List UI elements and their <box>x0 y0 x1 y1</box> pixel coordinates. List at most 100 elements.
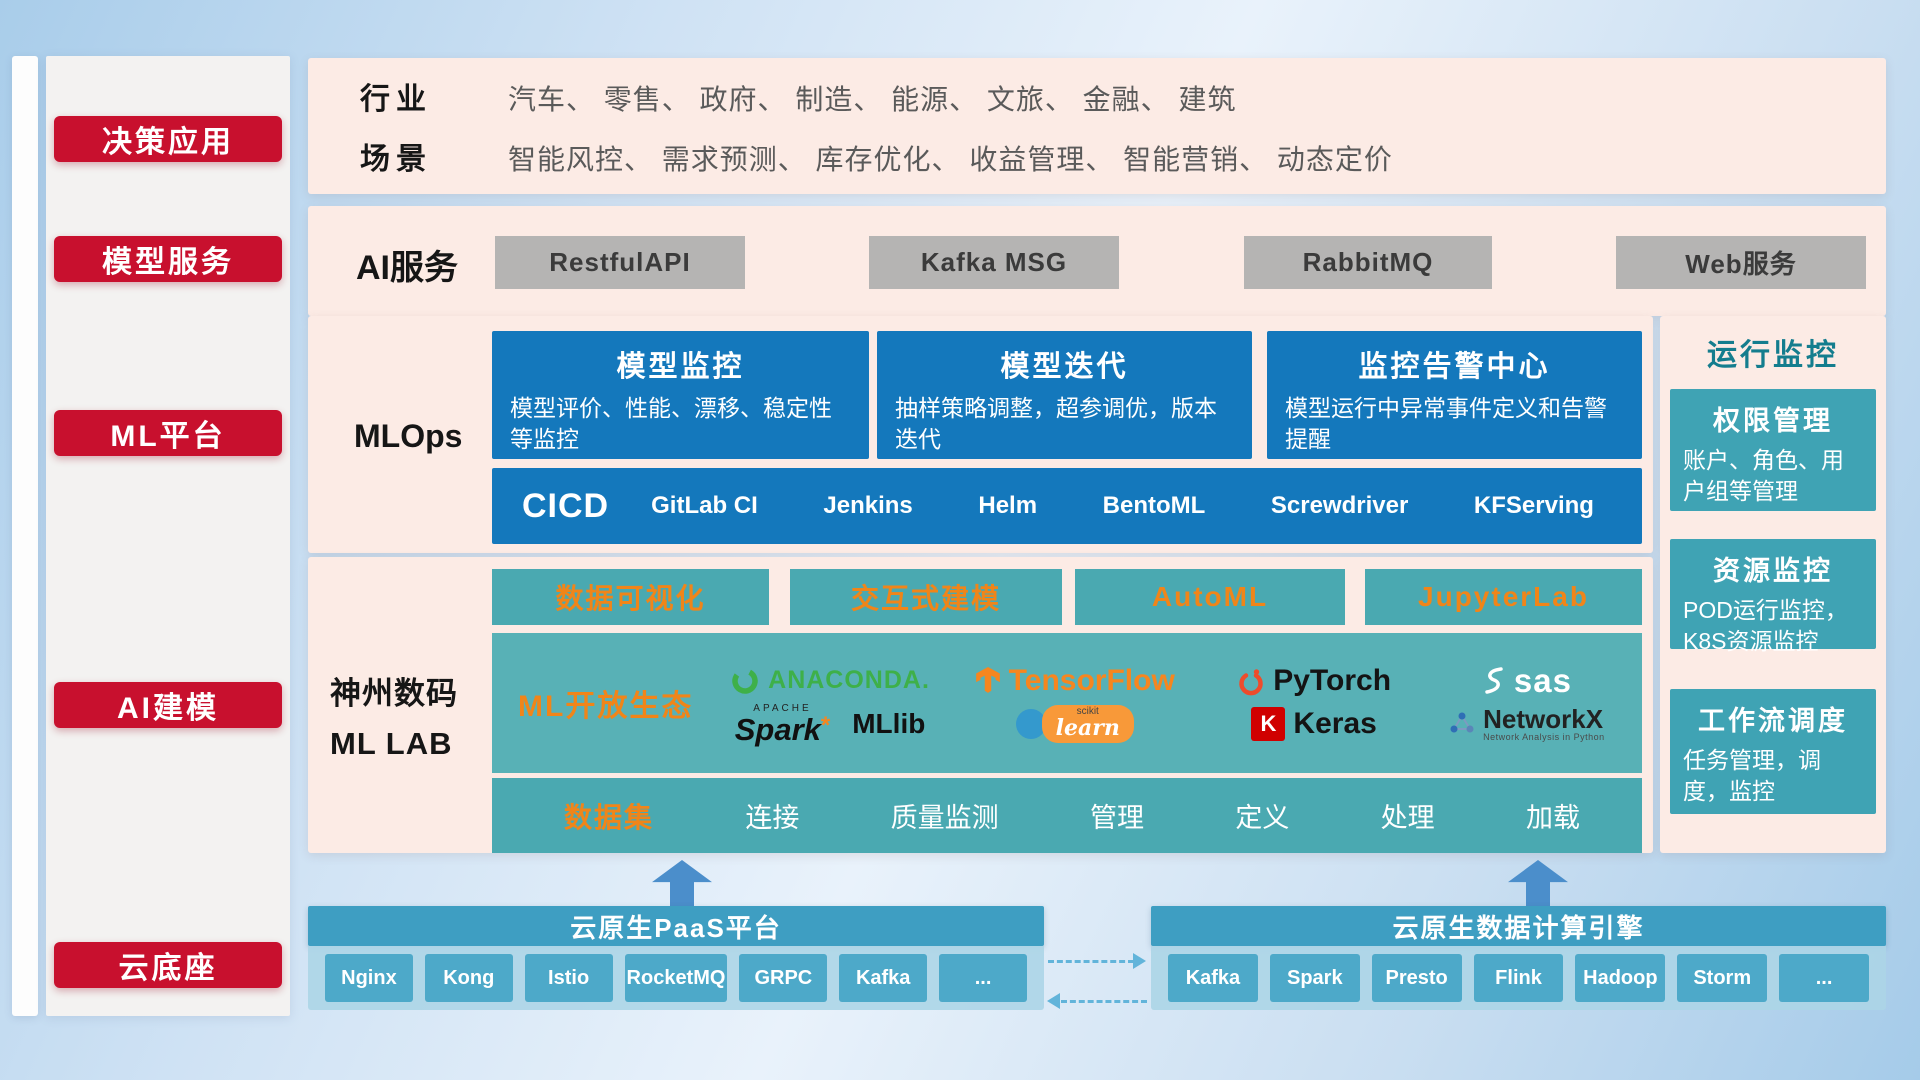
keras-wordmark: Keras <box>1293 707 1377 740</box>
ecosystem-label: ML开放生态 <box>518 690 694 723</box>
card-alert-center: 监控告警中心 模型运行中异常事件定义和告警提醒 <box>1267 331 1642 459</box>
scikit-learn-icon <box>1015 709 1046 739</box>
scikit-learn-logo: scikit learn <box>947 705 1202 743</box>
card-desc: 抽样策略调整，超参调优，版本迭代 <box>895 395 1217 453</box>
tool-data-visualization: 数据可视化 <box>492 569 769 625</box>
card-title: 工作流调度 <box>1698 706 1848 736</box>
scenario-label: 场景 <box>360 143 432 176</box>
pytorch-wordmark: PyTorch <box>1273 663 1392 697</box>
dataset-step-quality: 质量监测 <box>890 803 999 833</box>
networkx-icon <box>1450 712 1474 733</box>
paas-kong: Kong <box>424 954 513 1002</box>
cicd-bar: CICD GitLab CI Jenkins Helm BentoML Scre… <box>492 468 1642 544</box>
cicd-tool-jenkins: Jenkins <box>823 492 913 519</box>
sidebar-item-model-services: 模型服务 <box>54 236 282 282</box>
spark-mllib-logo: APACHE Spark* MLlib <box>713 703 947 745</box>
card-title: 模型监控 <box>616 351 745 383</box>
card-title: 模型迭代 <box>1000 351 1129 383</box>
tensorflow-wordmark: TensorFlow <box>1008 663 1175 697</box>
sas-wordmark: sas <box>1513 661 1572 699</box>
scikit-learn-wordmark: scikit learn <box>1041 705 1134 743</box>
dashed-link-left <box>1061 1000 1147 1003</box>
dataset-step-connect: 连接 <box>745 803 800 833</box>
card-desc: 模型评价、性能、漂移、稳定性等监控 <box>510 395 832 453</box>
cicd-tool-gitlab-ci: GitLab CI <box>651 492 758 519</box>
chip-restful-api: RestfulAPI <box>495 236 745 289</box>
anaconda-wordmark: ANACONDA. <box>768 666 930 694</box>
cicd-tool-helm: Helm <box>978 492 1038 519</box>
cicd-tool-kfserving: KFServing <box>1473 492 1594 519</box>
runtime-monitoring-title: 运行监控 <box>1707 339 1839 372</box>
industry-values: 汽车、 零售、 政府、 制造、 能源、 文旅、 金融、 建筑 <box>508 84 1237 115</box>
engine-storm: Storm <box>1677 954 1768 1002</box>
card-resource-monitoring: 资源监控 POD运行监控，K8S资源监控 <box>1670 539 1876 654</box>
networkx-wordmark: NetworkX <box>1483 703 1604 734</box>
mllib-wordmark: MLlib <box>852 708 926 739</box>
paas-platform-header: 云原生PaaS平台 <box>308 906 1044 946</box>
tensorflow-icon <box>975 666 1000 693</box>
dashed-link-left-arrowhead <box>1047 993 1060 1009</box>
keras-logo: K Keras <box>1202 707 1425 741</box>
left-accent-strip <box>12 56 38 1016</box>
card-model-monitoring: 模型监控 模型评价、性能、漂移、稳定性等监控 <box>492 331 869 459</box>
data-engine-components: Kafka Spark Presto Flink Hadoop Storm ..… <box>1151 946 1886 1010</box>
dataset-step-load: 加载 <box>1525 803 1580 833</box>
ai-services-label: AI服务 <box>356 249 458 287</box>
card-desc: 账户、角色、用户组等管理 <box>1683 447 1844 505</box>
anaconda-icon <box>732 667 758 694</box>
chip-web-service: Web服务 <box>1616 236 1866 289</box>
mllab-name-line2: ML LAB <box>330 725 453 761</box>
tensorflow-logo: TensorFlow <box>947 664 1202 698</box>
paas-nginx: Nginx <box>325 954 413 1002</box>
paas-components: Nginx Kong Istio RocketMQ GRPC Kafka ... <box>308 946 1044 1010</box>
pytorch-logo: PyTorch <box>1202 664 1425 698</box>
spark-star-icon: * <box>820 711 831 739</box>
arrow-up-paas <box>652 860 712 906</box>
sidebar-item-cloud-base: 云底座 <box>54 942 282 988</box>
tool-automl: AutoML <box>1075 569 1345 625</box>
card-permission-management: 权限管理 账户、角色、用户组等管理 <box>1670 389 1876 511</box>
card-title: 监控告警中心 <box>1358 351 1551 383</box>
sas-icon <box>1485 666 1503 694</box>
paas-rocketmq: RocketMQ <box>624 954 728 1002</box>
card-workflow-scheduling: 工作流调度 任务管理，调度，监控 <box>1670 689 1876 814</box>
tool-jupyterlab: JupyterLab <box>1365 569 1642 625</box>
layer-sidebar <box>46 56 290 1016</box>
card-model-iteration: 模型迭代 抽样策略调整，超参调优，版本迭代 <box>877 331 1252 459</box>
dataset-step-process: 处理 <box>1380 803 1435 833</box>
ecosystem-logos: ANACONDA. TensorFlow PyTorch sas <box>713 656 1642 751</box>
engine-presto: Presto <box>1371 954 1462 1002</box>
engine-hadoop: Hadoop <box>1575 954 1666 1002</box>
learn-text: learn <box>1055 715 1120 741</box>
dataset-pipeline-bar: 数据集 连接 质量监测 管理 定义 处理 加载 <box>492 778 1642 853</box>
chip-rabbitmq: RabbitMQ <box>1244 236 1492 289</box>
industry-scenario-panel: 行业 汽车、 零售、 政府、 制造、 能源、 文旅、 金融、 建筑 场景 智能风… <box>308 58 1886 194</box>
mllab-name: 神州数码 ML LAB <box>330 669 490 768</box>
card-desc: POD运行监控，K8S资源监控 <box>1683 597 1848 655</box>
keras-icon: K <box>1251 707 1286 741</box>
mlops-panel: MLOps 模型监控 模型评价、性能、漂移、稳定性等监控 模型迭代 抽样策略调整… <box>308 316 1653 553</box>
data-engine-header: 云原生数据计算引擎 <box>1151 906 1886 946</box>
networkx-subtitle: Network Analysis in Python <box>1483 732 1605 743</box>
mlops-label: MLOps <box>354 418 463 454</box>
dataset-step-define: 定义 <box>1235 803 1290 833</box>
engine-spark: Spark <box>1269 954 1360 1002</box>
chip-kafka-msg: Kafka MSG <box>869 236 1119 289</box>
networkx-logo: NetworkX Network Analysis in Python <box>1426 705 1628 743</box>
sas-logo: sas <box>1426 662 1628 700</box>
scenario-values: 智能风控、 需求预测、 库存优化、 收益管理、 智能营销、 动态定价 <box>508 144 1393 175</box>
engine-kafka: Kafka <box>1168 954 1258 1002</box>
engine-flink: Flink <box>1473 954 1564 1002</box>
card-title: 权限管理 <box>1713 406 1833 436</box>
sidebar-item-ml-platform: ML平台 <box>54 410 282 456</box>
ml-open-ecosystem: ML开放生态 ANACONDA. TensorFlow PyTorch s <box>492 633 1642 773</box>
engine-more: ... <box>1779 954 1870 1002</box>
cicd-label: CICD <box>522 486 610 525</box>
tool-interactive-modeling: 交互式建模 <box>790 569 1062 625</box>
spark-wordmark: APACHE Spark* <box>735 703 831 745</box>
sidebar-item-ai-modeling: AI建模 <box>54 682 282 728</box>
paas-grpc: GRPC <box>739 954 828 1002</box>
paas-more: ... <box>939 954 1027 1002</box>
industry-label: 行业 <box>360 83 432 116</box>
mllab-name-line1: 神州数码 <box>330 676 458 711</box>
